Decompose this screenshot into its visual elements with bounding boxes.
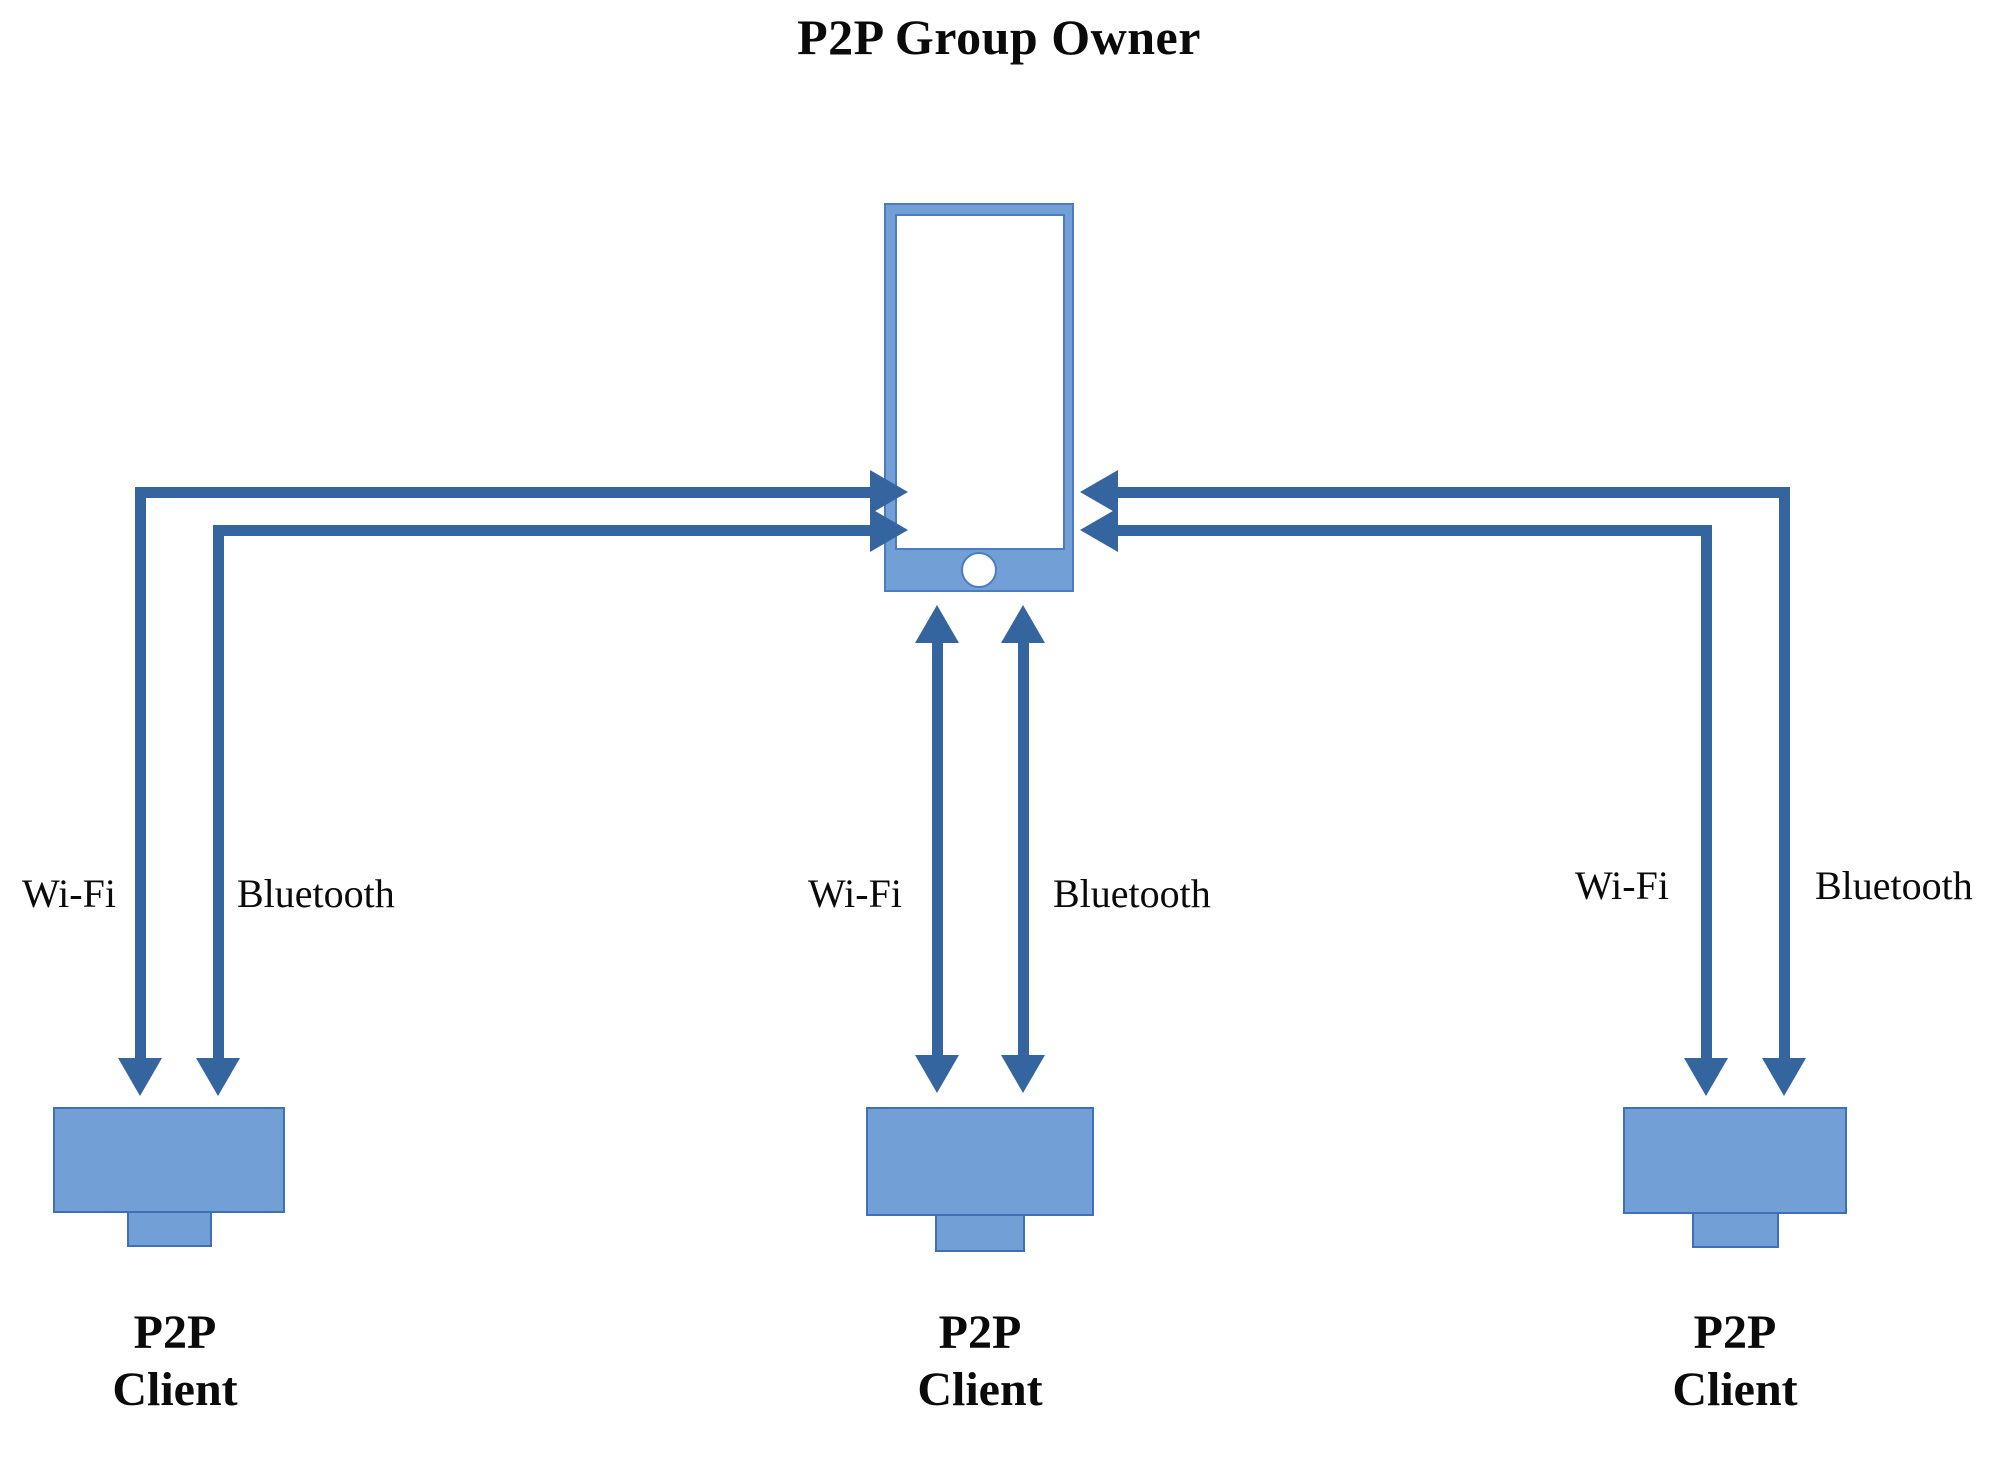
center-bluetooth-arrowhead-to-client [1001,1055,1045,1093]
right-wifi-link-vertical [1779,487,1790,1077]
monitor-screen [53,1107,285,1213]
left-bluetooth-arrowhead-to-client [196,1058,240,1096]
p2p-client-center-label: P2P Client [805,1305,1155,1418]
left-wifi-link-vertical [135,487,146,1077]
right-wifi-arrowhead-to-owner [1080,470,1118,514]
monitor-screen [866,1107,1094,1216]
right-bluetooth-link-horizontal [1118,525,1712,536]
p2p-client-right-monitor-icon [1623,1107,1847,1251]
p2p-client-right-label-line2: Client [1672,1362,1798,1416]
right-bluetooth-label: Bluetooth [1815,863,1973,908]
monitor-screen [1623,1107,1847,1214]
phone-screen [895,214,1065,550]
monitor-stand [1692,1212,1779,1248]
center-bluetooth-arrowhead-to-owner [1001,605,1045,643]
p2p-client-left-label-line1: P2P [133,1306,217,1359]
phone-home-button-icon [961,552,997,588]
left-wifi-arrowhead-to-client [118,1058,162,1096]
p2p-client-right-label-line1: P2P [1693,1306,1777,1359]
page-title: P2P Group Owner [797,9,1201,65]
right-wifi-arrowhead-to-client [1762,1058,1806,1096]
p2p-client-center-monitor-icon [866,1107,1094,1253]
left-bluetooth-arrowhead-to-owner [870,508,908,552]
right-bluetooth-arrowhead-to-owner [1080,508,1118,552]
right-bluetooth-link-vertical [1701,525,1712,1077]
left-bluetooth-label: Bluetooth [237,871,395,916]
right-bluetooth-arrowhead-to-client [1684,1058,1728,1096]
center-bluetooth-link-vertical [1018,620,1029,1075]
right-wifi-link-horizontal [1118,487,1790,498]
left-bluetooth-link-horizontal [213,525,880,536]
center-wifi-arrowhead-to-owner [915,605,959,643]
right-wifi-label: Wi-Fi [1575,863,1669,908]
p2p-group-owner-phone-icon [884,203,1074,592]
monitor-stand [127,1211,212,1247]
p2p-client-right-label: P2P Client [1560,1305,1910,1418]
monitor-stand [935,1214,1025,1252]
center-wifi-label: Wi-Fi [808,871,902,916]
left-bluetooth-link-vertical [213,525,224,1077]
center-bluetooth-label: Bluetooth [1053,871,1211,916]
p2p-client-left-label-line2: Client [112,1362,238,1416]
p2p-client-left-monitor-icon [53,1107,285,1249]
p2p-client-center-label-line1: P2P [938,1306,1022,1359]
p2p-client-center-label-line2: Client [917,1362,1043,1416]
center-wifi-arrowhead-to-client [915,1055,959,1093]
left-wifi-arrowhead-to-owner [870,470,908,514]
left-wifi-link-horizontal [135,487,880,498]
left-wifi-label: Wi-Fi [22,871,116,916]
p2p-client-left-label: P2P Client [0,1305,350,1418]
center-wifi-link-vertical [932,620,943,1075]
